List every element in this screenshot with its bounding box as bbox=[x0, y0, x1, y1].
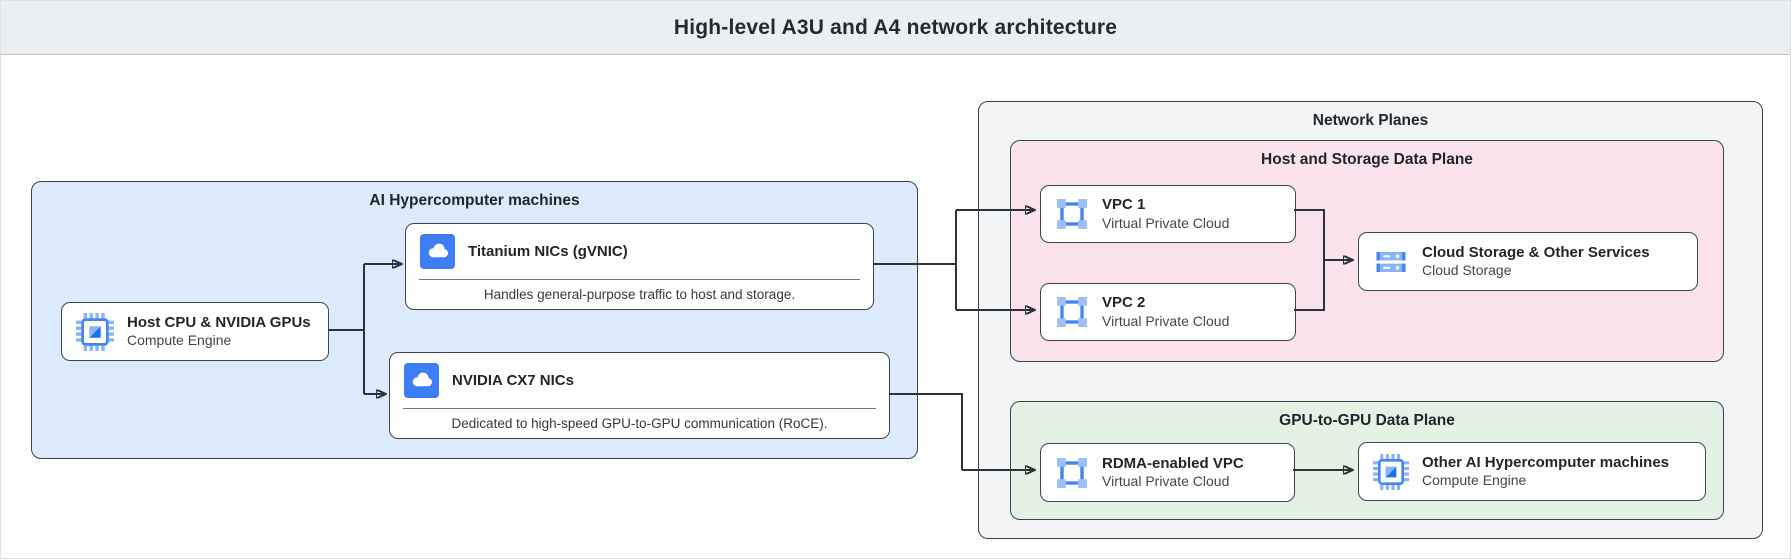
cloud-icon bbox=[420, 234, 455, 269]
node-title: VPC 1 bbox=[1102, 196, 1146, 214]
compute-engine-icon bbox=[1373, 453, 1409, 490]
node-title: Host CPU & NVIDIA GPUs bbox=[127, 313, 311, 331]
node-title: Titanium NICs (gVNIC) bbox=[468, 243, 628, 260]
compute-engine-icon bbox=[76, 312, 114, 351]
node-title: VPC 2 bbox=[1102, 294, 1146, 312]
node-vpc-2: VPC 2 Virtual Private Cloud bbox=[1040, 283, 1296, 341]
vpc-icon bbox=[1055, 295, 1089, 329]
container-label-gpu-to-gpu-data-plane: GPU-to-GPU Data Plane bbox=[1279, 412, 1455, 429]
node-subtitle: Virtual Private Cloud bbox=[1102, 473, 1230, 490]
container-label-host-storage-data-plane: Host and Storage Data Plane bbox=[1261, 151, 1473, 168]
node-cloud-storage-services: Cloud Storage & Other Services Cloud Sto… bbox=[1358, 232, 1698, 291]
node-title: RDMA-enabled VPC bbox=[1102, 454, 1244, 472]
node-subtitle: Compute Engine bbox=[127, 332, 232, 349]
container-gpu-to-gpu-data-plane: GPU-to-GPU Data Plane RDMA-enabled VPC V… bbox=[1010, 401, 1724, 520]
node-description: Dedicated to high-speed GPU-to-GPU commu… bbox=[451, 416, 828, 431]
container-network-planes: Network Planes Host and Storage Data Pla… bbox=[978, 101, 1763, 539]
vpc-icon bbox=[1055, 455, 1089, 490]
node-other-ai-hypercomputer-machines: Other AI Hypercomputer machines Compute … bbox=[1358, 442, 1706, 501]
vpc-icon bbox=[1055, 197, 1089, 231]
node-subtitle: Cloud Storage bbox=[1422, 262, 1512, 279]
node-title: NVIDIA CX7 NICs bbox=[452, 372, 574, 389]
node-vpc-1: VPC 1 Virtual Private Cloud bbox=[1040, 185, 1296, 243]
container-ai-hypercomputer-machines: AI Hypercomputer machines Host CPU & NVI… bbox=[31, 181, 918, 459]
node-subtitle: Compute Engine bbox=[1422, 472, 1527, 489]
divider bbox=[403, 408, 876, 409]
node-description: Handles general-purpose traffic to host … bbox=[483, 287, 796, 302]
node-subtitle: Virtual Private Cloud bbox=[1102, 214, 1230, 231]
node-titanium-nics: Titanium NICs (gVNIC) Handles general-pu… bbox=[405, 223, 874, 310]
cloud-storage-icon bbox=[1376, 251, 1406, 272]
node-title: Cloud Storage & Other Services bbox=[1422, 243, 1650, 261]
container-host-storage-data-plane: Host and Storage Data Plane VPC 1 Virtua… bbox=[1010, 140, 1724, 362]
divider bbox=[419, 279, 860, 280]
node-rdma-enabled-vpc: RDMA-enabled VPC Virtual Private Cloud bbox=[1040, 443, 1295, 502]
container-label-ai-hypercomputer-machines: AI Hypercomputer machines bbox=[369, 192, 580, 209]
node-subtitle: Virtual Private Cloud bbox=[1102, 312, 1230, 329]
container-label-network-planes: Network Planes bbox=[1312, 112, 1429, 129]
page-title: High-level A3U and A4 network architectu… bbox=[673, 15, 1118, 39]
node-nvidia-cx7-nics: NVIDIA CX7 NICs Dedicated to high-speed … bbox=[389, 352, 890, 439]
diagram-header: High-level A3U and A4 network architectu… bbox=[1, 1, 1790, 55]
node-title: Other AI Hypercomputer machines bbox=[1422, 453, 1670, 471]
node-host-cpu-gpus: Host CPU & NVIDIA GPUs Compute Engine bbox=[61, 302, 329, 361]
cloud-icon bbox=[404, 363, 439, 398]
